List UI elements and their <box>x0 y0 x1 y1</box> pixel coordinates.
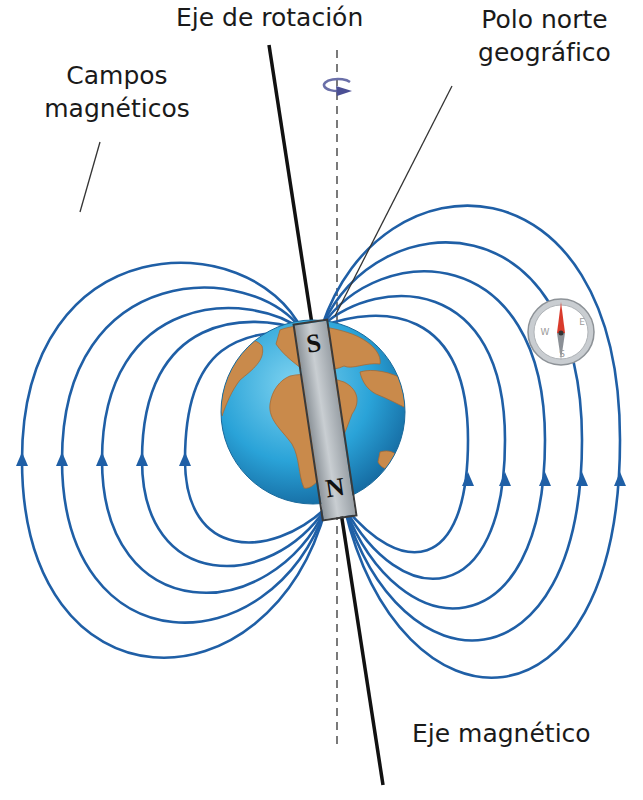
field-arrow <box>96 452 108 466</box>
compass-letter: W <box>539 328 551 337</box>
field-arrow <box>614 472 626 486</box>
field-label: Campos magnéticos <box>22 60 212 125</box>
pole-label: Polo norte geográfico <box>452 4 637 69</box>
rotation-arrow <box>324 79 352 96</box>
leader-line <box>80 142 100 212</box>
field-arrow <box>136 452 148 466</box>
pole-letter: N <box>317 471 353 505</box>
field-arrow <box>179 452 191 466</box>
compass-letter: S <box>556 350 568 359</box>
pole-letter: S <box>296 327 332 361</box>
field-arrow <box>576 472 588 486</box>
compass <box>528 299 594 365</box>
field-arrow <box>499 472 511 486</box>
field-arrow <box>462 472 474 486</box>
axis-label: Eje magnético <box>412 718 602 751</box>
compass-letter: E <box>576 318 588 327</box>
field-arrow <box>16 452 28 466</box>
field-lines <box>22 206 620 678</box>
field-arrow <box>539 472 551 486</box>
axis-label: Eje de rotación <box>176 2 456 35</box>
field-arrow <box>56 452 68 466</box>
leader-line <box>335 86 452 316</box>
